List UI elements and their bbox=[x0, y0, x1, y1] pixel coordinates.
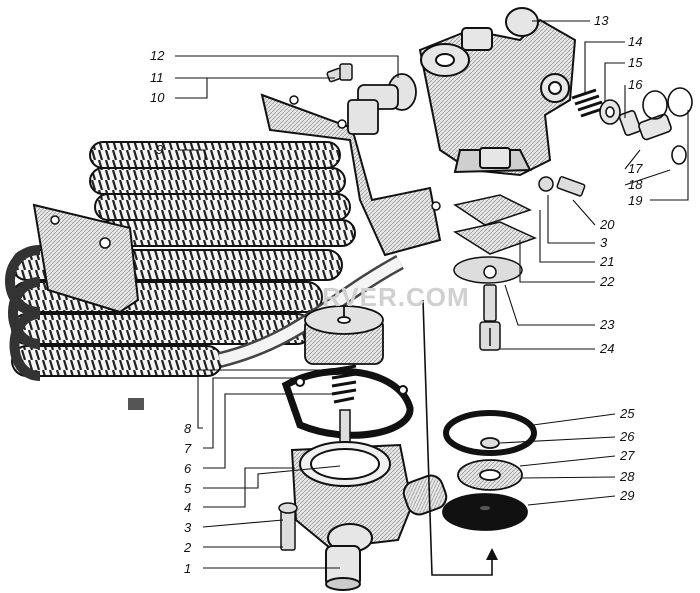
plunger-kit bbox=[571, 87, 693, 165]
union-fitting bbox=[347, 73, 417, 135]
callout-25: 25 bbox=[620, 406, 635, 421]
housing-bolt bbox=[278, 502, 298, 551]
callout-21: 21 bbox=[600, 254, 615, 269]
callout-12: 12 bbox=[150, 48, 165, 63]
callout-16: 16 bbox=[628, 77, 643, 92]
callout-22: 22 bbox=[600, 274, 615, 289]
callout-2: 2 bbox=[184, 540, 192, 555]
callout-5: 5 bbox=[184, 481, 192, 496]
flow-arrow bbox=[422, 299, 493, 576]
callout-28: 28 bbox=[620, 469, 635, 484]
gasket-ring bbox=[281, 367, 414, 439]
callout-1: 1 bbox=[184, 561, 192, 576]
callout-7: 7 bbox=[184, 441, 192, 456]
leader-lines bbox=[175, 20, 689, 569]
callout-10: 10 bbox=[150, 90, 165, 105]
callout-14: 14 bbox=[628, 34, 643, 49]
callout-19: 19 bbox=[628, 193, 643, 208]
callout-24: 24 bbox=[600, 341, 615, 356]
callout-13: 13 bbox=[594, 13, 609, 28]
valve-disc-stack bbox=[442, 410, 537, 531]
callout-9: 9 bbox=[156, 142, 164, 157]
front-mount-plate bbox=[32, 203, 140, 314]
bolt-top bbox=[326, 63, 353, 83]
rear-bracket bbox=[260, 93, 442, 257]
callout-29: 29 bbox=[620, 488, 635, 503]
arrow-head bbox=[486, 548, 498, 560]
callout-3: 3 bbox=[184, 520, 192, 535]
callout-6: 6 bbox=[184, 461, 192, 476]
gaskets-stack bbox=[453, 194, 537, 284]
callout-8: 8 bbox=[184, 421, 192, 436]
callout-20: 20 bbox=[600, 217, 615, 232]
callout-17: 17 bbox=[628, 161, 643, 176]
thermostat-cap bbox=[304, 305, 384, 365]
callout-3b: 3 bbox=[600, 235, 608, 250]
callout-4: 4 bbox=[184, 500, 192, 515]
lower-housing bbox=[290, 441, 448, 591]
callout-23: 23 bbox=[600, 317, 615, 332]
callout-15: 15 bbox=[628, 55, 643, 70]
callout-11: 11 bbox=[150, 70, 164, 85]
callout-18: 18 bbox=[628, 177, 643, 192]
valve-body bbox=[418, 7, 577, 177]
callout-26: 26 bbox=[620, 429, 635, 444]
callout-27: 27 bbox=[620, 448, 635, 463]
watermark-text: RVER.COM bbox=[322, 282, 470, 312]
bolt-side bbox=[538, 176, 586, 197]
adjusting-screw bbox=[479, 284, 501, 351]
